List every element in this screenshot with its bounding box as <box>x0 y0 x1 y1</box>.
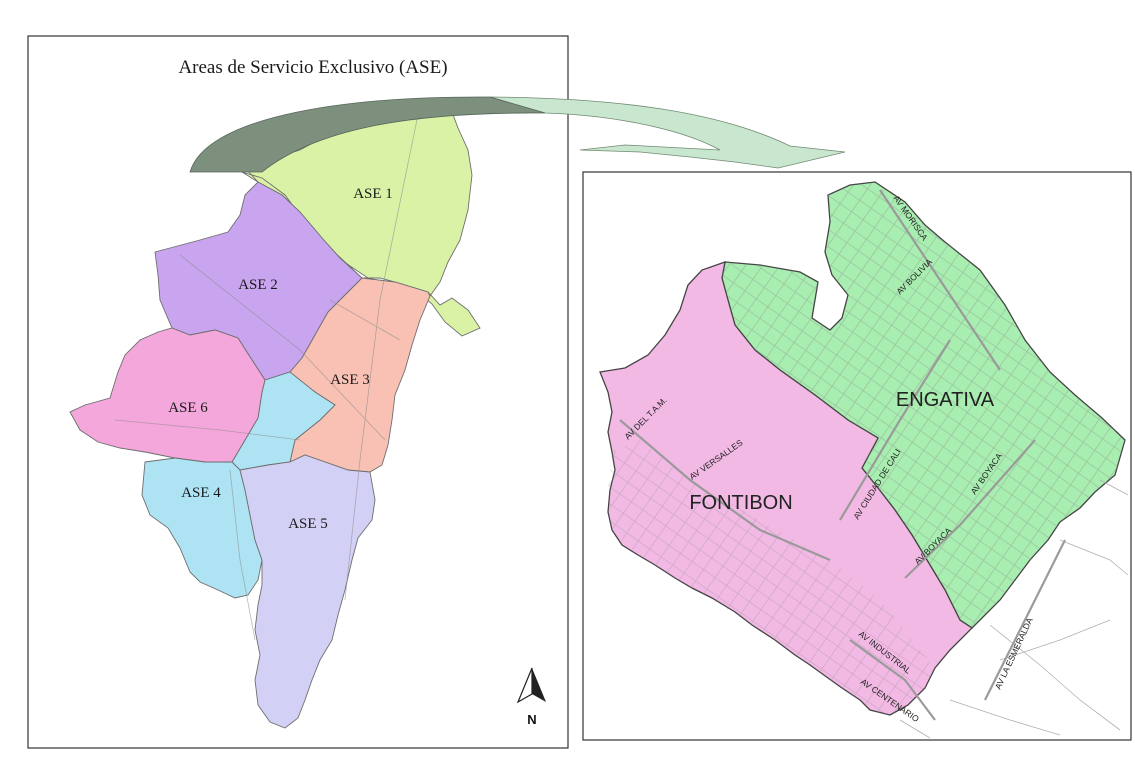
left-map-title: Areas de Servicio Exclusivo (ASE) <box>178 57 447 78</box>
region-ase-5 <box>239 454 376 729</box>
label-ase-5: ASE 5 <box>288 516 328 532</box>
major-roads <box>619 189 1066 721</box>
label-ase-6: ASE 6 <box>168 400 208 416</box>
label-ase-3: ASE 3 <box>330 372 370 388</box>
label-ase-1: ASE 1 <box>353 186 393 202</box>
north-label: N <box>527 712 536 727</box>
fontibon-street-grid <box>608 440 935 715</box>
arrow-left-half <box>189 96 546 173</box>
engativa-street-grid <box>722 182 1125 628</box>
right-map-panel: ENGATIVA FONTIBON AV MORISCA AV BOLIVIA … <box>582 171 1132 741</box>
outer-street-lines <box>899 479 1129 739</box>
region-ase-6 <box>69 327 266 463</box>
north-arrow-icon: N <box>516 667 546 727</box>
arrow-right-half <box>489 96 846 169</box>
label-engativa: ENGATIVA <box>896 389 995 411</box>
left-map-panel: Areas de Servicio Exclusivo (ASE) ASE 1 … <box>27 35 569 749</box>
left-map-roads <box>114 104 421 641</box>
label-ase-2: ASE 2 <box>238 277 278 293</box>
region-ase-4 <box>141 457 263 599</box>
label-fontibon: FONTIBON <box>689 492 792 514</box>
label-ase-4: ASE 4 <box>181 485 221 501</box>
curved-zoom-arrow-icon <box>189 96 846 173</box>
